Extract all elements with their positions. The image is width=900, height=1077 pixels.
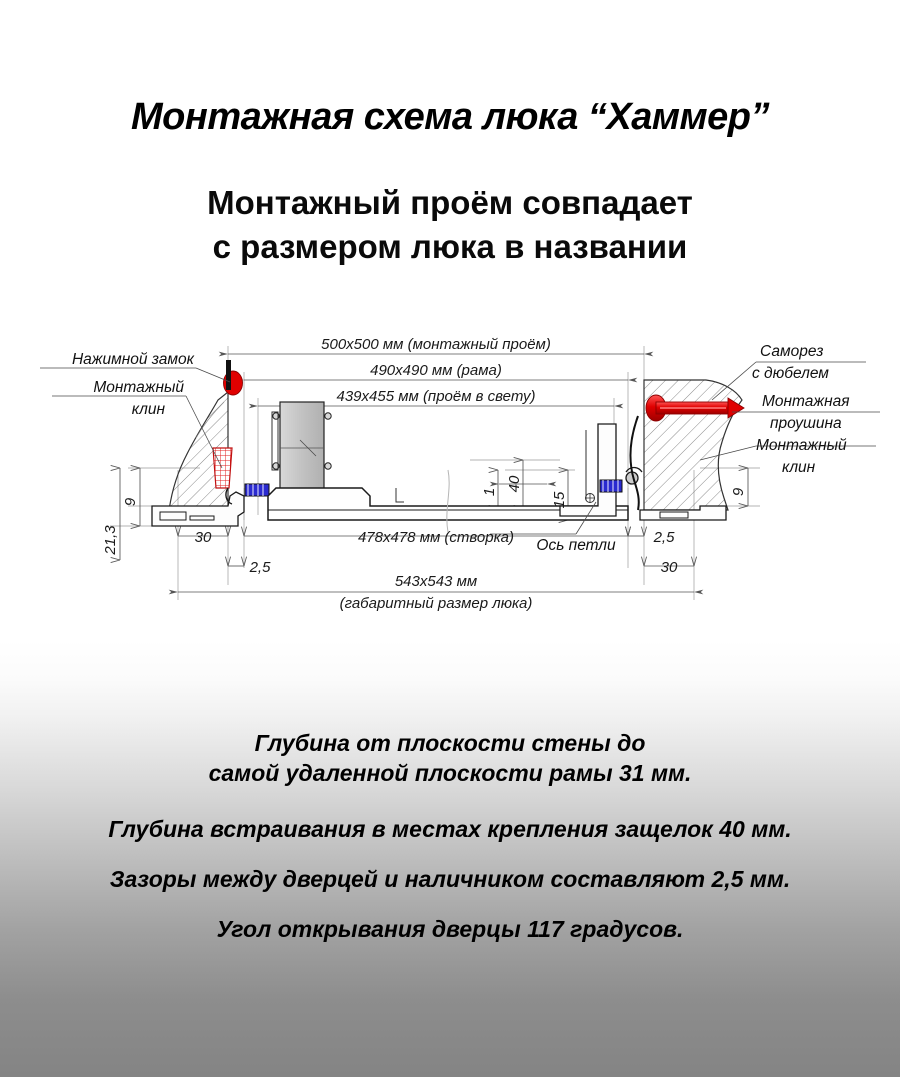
- dim-label-leaf: 478x478 мм (створка): [358, 529, 514, 546]
- drawing-geometry: [40, 346, 880, 600]
- dimension-lines: [168, 351, 704, 595]
- dim-label-v-40: 40: [506, 475, 523, 492]
- callout-lug-line1: Монтажная: [762, 393, 850, 410]
- left-wall-section: [167, 390, 229, 521]
- dim-label-right-25: 2,5: [653, 529, 676, 546]
- callout-screw-line1: Саморез: [760, 343, 824, 360]
- note-line-3: Глубина встраивания в местах крепления з…: [108, 816, 792, 842]
- dim-label-right-30: 30: [661, 559, 678, 576]
- dim-label-clear-opening: 439x455 мм (проём в свету): [336, 388, 535, 405]
- callout-left-wedge-line2: клин: [132, 401, 166, 418]
- left-seal: [244, 483, 270, 497]
- callout-screw-line2: с дюбелем: [752, 365, 829, 382]
- screw-with-dowel: [645, 394, 745, 422]
- left-frame-profile: [151, 491, 245, 527]
- note-line-4: Зазоры между дверцей и наличником состав…: [109, 866, 791, 892]
- note-line-5: Угол открывания дверцы 117 градусов.: [216, 916, 684, 942]
- latch-mechanism: [271, 401, 332, 503]
- callout-lug-line2: проушина: [770, 415, 842, 432]
- dim-label-v-1: 1: [481, 488, 498, 496]
- left-push-lock: [223, 360, 243, 396]
- left-wall-hatch: [167, 390, 229, 521]
- dim-label-right-9: 9: [730, 487, 747, 496]
- right-frame-profile: [559, 423, 617, 517]
- dim-label-overall-note: (габаритный размер люка): [340, 595, 533, 612]
- callout-push-lock: Нажимной замок: [72, 351, 195, 368]
- note-line-2: самой удаленной плоскости рамы 31 мм.: [208, 760, 692, 786]
- right-seal: [599, 479, 623, 493]
- left-gasket-lip: [225, 487, 233, 505]
- right-bottom-profile: [639, 505, 727, 521]
- dim-label-mounting-opening: 500x500 мм (монтажный проём): [321, 336, 551, 353]
- dim-label-frame: 490x490 мм (рама): [370, 362, 502, 379]
- callout-left-wedge-line1: Монтажный: [93, 379, 184, 396]
- drawing-text: 500x500 мм (монтажный проём) 490x490 мм …: [72, 336, 850, 612]
- leader-lines: [40, 361, 880, 535]
- callout-right-wedge-line1: Монтажный: [756, 437, 847, 454]
- callout-hinge-axis: Ось петли: [536, 537, 616, 554]
- dim-label-left-25: 2,5: [249, 559, 272, 576]
- dim-label-v-15: 15: [551, 491, 568, 508]
- technical-drawing: 500x500 мм (монтажный проём) 490x490 мм …: [0, 320, 900, 640]
- note-line-1: Глубина от плоскости стены до: [254, 730, 646, 756]
- vertical-dimension-lines: [120, 460, 749, 560]
- dim-label-left-213: 21,3: [102, 525, 119, 556]
- left-mounting-wedge: [212, 447, 233, 489]
- dim-label-left-9: 9: [122, 497, 139, 506]
- hinge-leaf-line: [629, 415, 640, 511]
- dim-label-overall: 543x543 мм: [395, 573, 477, 590]
- callout-right-wedge-line2: клин: [782, 459, 816, 476]
- break-line: [446, 469, 450, 533]
- dim-label-left-30: 30: [195, 529, 212, 546]
- page-title: Монтажная схема люка “Хаммер”: [131, 96, 769, 138]
- subtitle-line-1: Монтажный проём совпадает: [207, 184, 693, 221]
- subtitle-line-2: с размером люка в названии: [212, 228, 688, 265]
